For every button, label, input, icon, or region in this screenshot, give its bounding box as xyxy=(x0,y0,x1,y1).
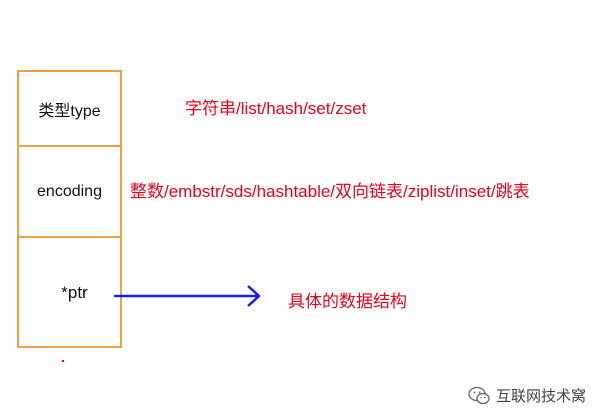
type-values-note: 字符串/list/hash/set/zset xyxy=(185,99,367,118)
type-field: 类型type xyxy=(19,72,120,147)
redis-object-struct: 类型type encoding *ptr xyxy=(17,70,122,348)
type-field-label: 类型type xyxy=(38,102,101,120)
wechat-icon xyxy=(468,386,490,404)
watermark-text: 互联网技术窝 xyxy=(495,388,586,405)
ptr-field-label: *ptr xyxy=(61,283,88,302)
encoding-field-label: encoding xyxy=(37,182,102,200)
ptr-field: *ptr xyxy=(19,238,120,348)
encoding-values-note: 整数/embstr/sds/hashtable/双向链表/ziplist/ins… xyxy=(130,182,530,201)
ptr-target-note: 具体的数据结构 xyxy=(288,292,407,311)
ptr-arrow xyxy=(114,285,261,307)
encoding-field: encoding xyxy=(19,147,120,238)
stray-mark xyxy=(62,360,64,362)
watermark: 互联网技术窝 xyxy=(468,385,586,406)
